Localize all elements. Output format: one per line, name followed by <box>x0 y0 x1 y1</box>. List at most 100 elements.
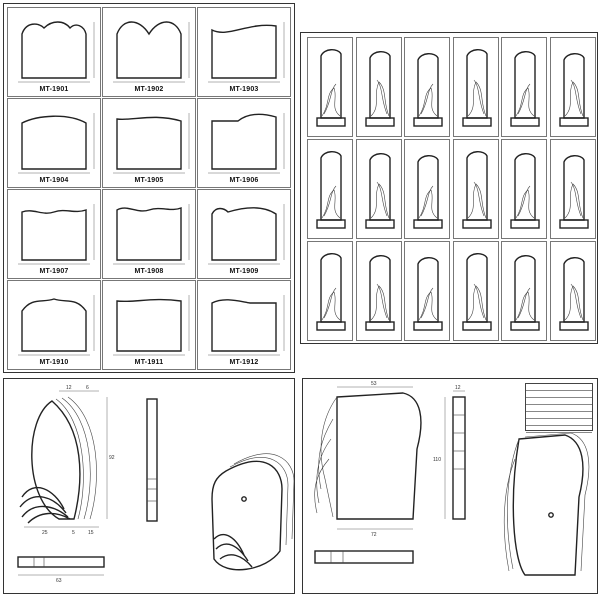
headstone-outline <box>208 22 285 83</box>
catalog-cell: MT-1904 <box>7 98 101 188</box>
tall-stone-drawing <box>316 151 346 229</box>
model-label: MT-1907 <box>39 268 69 275</box>
wave-base-plan <box>314 550 414 564</box>
tall-stone-cell <box>404 241 450 341</box>
spec-table <box>525 383 593 433</box>
catalog-cell: MT-1912 <box>197 280 291 370</box>
tall-stone-drawing <box>558 53 589 127</box>
model-label: MT-1908 <box>134 268 164 275</box>
tall-stone-cell <box>355 241 402 341</box>
headstone-outline <box>18 295 95 356</box>
tall-stone-drawing <box>413 257 443 331</box>
wave-front-outline <box>336 392 422 520</box>
dim-bottom-c: 15 <box>88 530 94 536</box>
wing-side-view <box>146 398 158 522</box>
tall-stone-drawing <box>558 155 589 229</box>
tall-stone-drawing <box>413 53 443 127</box>
headstone-outline <box>18 21 95 83</box>
wave-3d-mount-hole <box>548 512 554 518</box>
dim-top-a: 12 <box>66 385 72 391</box>
headstone-outline <box>113 113 190 174</box>
tall-stone-cell <box>307 37 353 137</box>
dim-top: 53 <box>371 381 377 387</box>
wave-stone-drawing: 53 72 12 110 <box>314 381 590 576</box>
catalog-cell: MT-1908 <box>102 189 196 279</box>
tall-stone-cell <box>549 241 596 341</box>
model-label: MT-1901 <box>39 86 69 93</box>
model-label: MT-1904 <box>39 177 69 184</box>
headstone-outline <box>208 204 285 265</box>
headstone-outline <box>18 113 95 174</box>
wave-side-view <box>452 396 466 520</box>
tall-stone-cell <box>355 37 402 137</box>
model-label: MT-1909 <box>229 268 259 275</box>
tall-stone-cell <box>501 37 547 137</box>
dim-height: 92 <box>109 455 115 461</box>
tall-stone-cell <box>452 241 499 341</box>
dim-thick: 12 <box>455 385 461 391</box>
tall-stone-drawing <box>364 255 395 331</box>
tall-stone-cell <box>501 139 547 239</box>
tall-stone-cell <box>452 37 499 137</box>
tall-stone-cell <box>404 139 450 239</box>
tall-stone-cell <box>307 139 353 239</box>
model-label: MT-1906 <box>229 177 259 184</box>
catalog-cell: MT-1909 <box>197 189 291 279</box>
dim-bottom-a: 25 <box>42 530 48 536</box>
wave-stone-drawing-panel: 53 72 12 110 <box>302 378 598 594</box>
tall-stone-drawing <box>510 51 540 127</box>
dim-bottom: 72 <box>371 532 377 538</box>
tall-stone-drawing <box>461 49 492 127</box>
tall-stone-cell <box>501 241 547 341</box>
catalog-cell: MT-1910 <box>7 280 101 370</box>
headstone-outline <box>113 295 190 356</box>
tall-stone-drawing <box>413 155 443 229</box>
wing-front-outline <box>31 400 81 520</box>
model-label: MT-1910 <box>39 359 69 366</box>
wave-3d-outline <box>512 434 584 576</box>
tall-stone-cell <box>549 139 596 239</box>
tall-stone-drawing <box>364 51 395 127</box>
tall-stone-drawing <box>364 153 395 229</box>
wing-stone-drawing-panel: 12 6 92 25 5 15 63 <box>3 378 295 594</box>
tall-stone-cell <box>355 139 402 239</box>
dim-base: 63 <box>56 578 62 584</box>
headstone-outline <box>113 21 190 83</box>
tall-stone-cell <box>307 241 353 341</box>
headstone-outline <box>208 295 285 356</box>
tall-stone-drawing <box>316 49 346 127</box>
wing-base-plan <box>17 556 105 568</box>
tall-stone-drawing <box>510 255 540 331</box>
tall-stone-cell <box>452 139 499 239</box>
dim-height: 110 <box>433 457 441 463</box>
model-label: MT-1912 <box>229 359 259 366</box>
tall-stone-drawing <box>461 151 492 229</box>
tall-stones-panel <box>300 32 598 344</box>
dim-top-b: 6 <box>86 385 89 391</box>
tall-stone-drawing <box>316 253 346 331</box>
tall-stone-cell <box>549 37 596 137</box>
headstone-outline <box>113 204 190 265</box>
model-label: MT-1903 <box>229 86 259 93</box>
catalog-cell: MT-1902 <box>102 7 196 97</box>
dim-bottom-b: 5 <box>72 530 75 536</box>
catalog-cell: MT-1907 <box>7 189 101 279</box>
tall-stone-drawing <box>461 253 492 331</box>
catalog-cell: MT-1911 <box>102 280 196 370</box>
wing-3d-mount-hole <box>241 496 247 502</box>
wing-stone-drawing: 12 6 92 25 5 15 63 <box>17 385 295 584</box>
model-label: MT-1902 <box>134 86 164 93</box>
tall-stone-drawing <box>510 153 540 229</box>
wing-3d-outline <box>211 460 283 571</box>
catalog-cell: MT-1903 <box>197 7 291 97</box>
tall-stone-cell <box>404 37 450 137</box>
tall-stone-drawing <box>558 257 589 331</box>
catalog-cell: MT-1906 <box>197 98 291 188</box>
model-label: MT-1905 <box>134 177 164 184</box>
catalog-cell: MT-1901 <box>7 7 101 97</box>
catalog-cell: MT-1905 <box>102 98 196 188</box>
headstone-outline <box>208 113 285 174</box>
model-label: MT-1911 <box>134 359 164 366</box>
headstone-outline <box>18 204 95 265</box>
